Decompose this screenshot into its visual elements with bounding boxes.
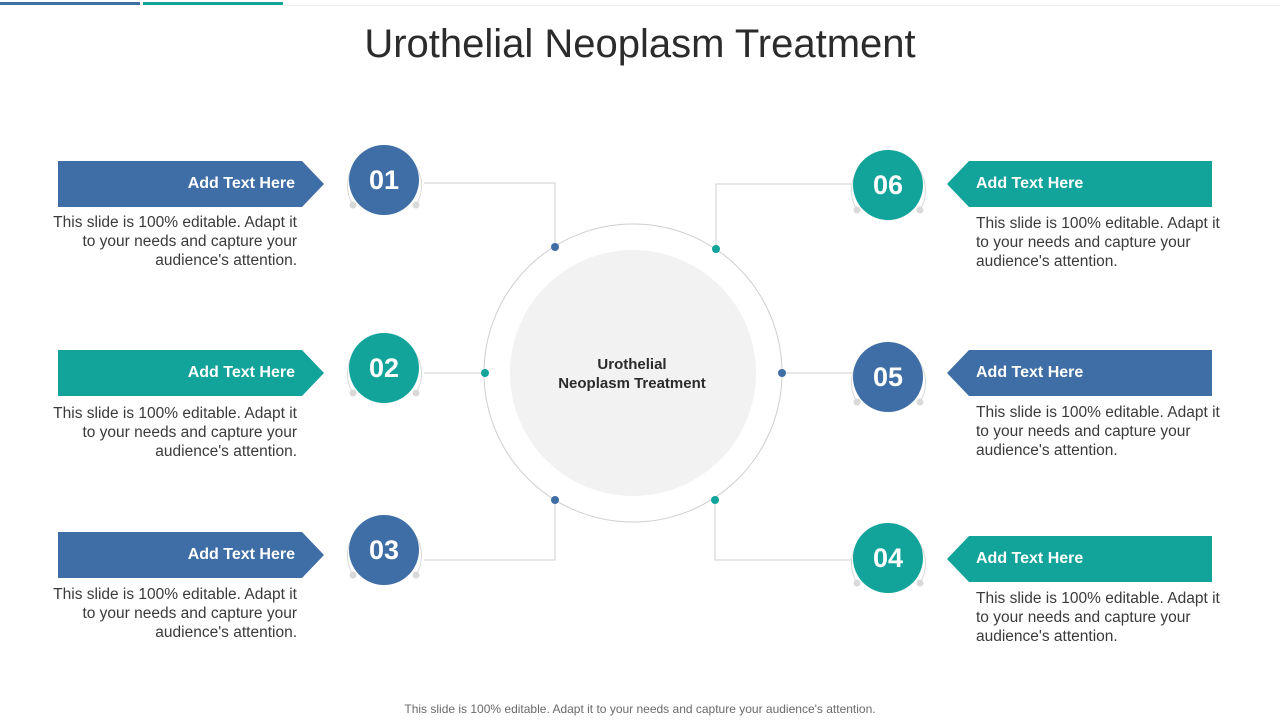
connector-06 xyxy=(715,183,852,249)
item-03-description: This slide is 100% editable. Adapt it to… xyxy=(53,586,297,641)
item-05-label: Add Text Here xyxy=(976,364,1084,381)
center-circle xyxy=(510,250,756,496)
ring-dot-01 xyxy=(551,243,559,251)
badge-04 xyxy=(851,523,926,593)
badge-06 xyxy=(851,150,926,220)
item-05-tag: Add Text Here xyxy=(947,350,1212,396)
item-01-tag: Add Text Here xyxy=(58,161,324,207)
connector-03 xyxy=(424,500,556,561)
item-04-label: Add Text Here xyxy=(976,550,1084,567)
ring-dot-04 xyxy=(711,496,719,504)
ring-dot-02 xyxy=(481,369,489,377)
item-06-tag: Add Text Here xyxy=(947,161,1212,207)
center-label-line2: Neoplasm Treatment xyxy=(558,375,706,392)
ring-dot-05 xyxy=(778,369,786,377)
item-06-label: Add Text Here xyxy=(976,175,1084,192)
item-03-label: Add Text Here xyxy=(187,546,295,563)
footer-note: This slide is 100% editable. Adapt it to… xyxy=(404,702,876,716)
item-01-label: Add Text Here xyxy=(187,175,295,192)
top-accent-bar-blue xyxy=(0,2,140,5)
badge-02 xyxy=(347,333,422,403)
top-rule xyxy=(283,5,1280,6)
item-02-tag: Add Text Here xyxy=(58,350,324,396)
badge-05 xyxy=(851,342,926,412)
badge-number-06: 06 xyxy=(872,170,904,200)
item-06-description: This slide is 100% editable. Adapt it to… xyxy=(976,215,1220,270)
badge-number-05: 05 xyxy=(872,362,904,392)
item-03-tag: Add Text Here xyxy=(58,532,324,578)
slide-title: Urothelial Neoplasm Treatment xyxy=(364,22,916,66)
badge-number-04: 04 xyxy=(872,543,904,573)
item-04-description: This slide is 100% editable. Adapt it to… xyxy=(976,590,1220,645)
connector-01 xyxy=(424,182,556,247)
connector-04 xyxy=(714,500,852,561)
badge-03 xyxy=(347,515,422,585)
center-label-line1: Urothelial xyxy=(597,356,667,373)
item-01-description: This slide is 100% editable. Adapt it to… xyxy=(53,214,297,269)
ring-dot-06 xyxy=(712,245,720,253)
badge-number-01: 01 xyxy=(368,165,400,195)
item-02-description: This slide is 100% editable. Adapt it to… xyxy=(53,405,297,460)
item-04-tag: Add Text Here xyxy=(947,536,1212,582)
item-05-description: This slide is 100% editable. Adapt it to… xyxy=(976,404,1220,459)
connector-lines xyxy=(424,182,852,561)
badge-number-02: 02 xyxy=(368,353,400,383)
badge-01 xyxy=(347,145,422,215)
item-02-label: Add Text Here xyxy=(187,364,295,381)
center-label: Urothelial Neoplasm Treatment xyxy=(532,355,732,393)
badge-number-03: 03 xyxy=(368,535,400,565)
ring-dot-03 xyxy=(551,496,559,504)
top-accent-bar-teal xyxy=(143,2,283,5)
